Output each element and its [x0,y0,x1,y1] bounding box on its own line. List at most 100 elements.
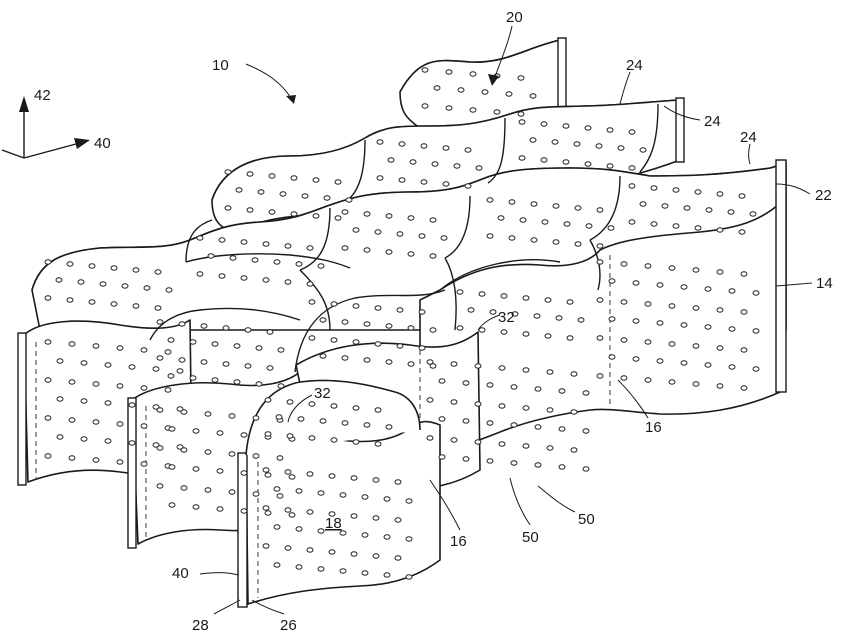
perforation-hole [104,438,112,444]
perforation-hole [420,143,428,149]
perforation-hole [541,219,549,225]
perforation-hole [405,536,413,542]
perforation-hole [692,343,700,349]
perforation-hole [574,205,582,211]
perforation-hole [497,215,505,221]
label-14: 14 [816,275,833,292]
perforation-hole [228,413,236,419]
perforation-hole [341,245,349,251]
perforation-hole [290,175,298,181]
perforation-hole [189,375,197,381]
perforation-hole [224,205,232,211]
perforation-hole [277,347,285,353]
perforation-hole [464,183,472,189]
perforation-hole [262,543,270,549]
perforation-hole [522,443,530,449]
perforation-hole [656,282,664,288]
perforation-hole [284,545,292,551]
perforation-hole [407,215,415,221]
perforation-hole [570,409,578,415]
label-32-front: 32 [314,385,331,402]
leader-lines [199,25,813,615]
perforation-hole [445,105,453,111]
perforation-hole [374,341,382,347]
leader-16b [429,479,461,531]
perforation-hole [222,325,230,331]
perforation-hole [522,405,530,411]
perforation-hole [398,177,406,183]
perforation-hole [211,377,219,383]
label-10: 10 [212,57,229,74]
perforation-hole [620,261,628,267]
perforation-hole [628,165,636,171]
perforation-hole [164,349,172,355]
perforation-hole [44,339,52,345]
perforation-hole [522,331,530,337]
perforation-hole [486,382,494,388]
perforation-hole [262,241,270,247]
perforation-hole [620,375,628,381]
perforation-hole [66,261,74,267]
perforation-hole [529,137,537,143]
perforation-hole [656,320,664,326]
perforation-hole [442,181,450,187]
perforation-hole [608,354,616,360]
leader-10 [245,63,293,101]
perforation-hole [692,381,700,387]
perforation-hole [80,436,88,442]
leader-16a [617,379,649,419]
perforation-hole [276,455,284,461]
perforation-hole [156,483,164,489]
perforation-hole [374,407,382,413]
perforation-hole [363,357,371,363]
perforation-hole [363,422,371,428]
perforation-hole [407,325,415,331]
perforation-hole [275,414,283,420]
perforation-hole [608,316,616,322]
perforation-hole [405,574,413,580]
perforation-hole [154,305,162,311]
perforation-holes [44,67,760,580]
perforation-hole [519,217,527,223]
perforation-hole [196,235,204,241]
middle-front-end-edge [127,397,137,549]
perforation-hole [284,279,292,285]
perforation-hole [462,380,470,386]
perforation-hole [88,263,96,269]
perforation-hole [352,439,360,445]
perforation-hole [584,161,592,167]
perforation-hole [668,265,676,271]
perforation-hole [533,313,541,319]
perforation-hole [396,307,404,313]
perforation-hole [273,524,281,530]
perforation-hole [363,321,371,327]
perforation-hole [716,191,724,197]
perforation-hole [352,303,360,309]
perforation-hole [44,415,52,421]
perforation-hole [396,231,404,237]
perforation-hole [705,207,713,213]
perforation-hole [704,286,712,292]
perforation-hole [374,305,382,311]
perforation-hole [546,445,554,451]
perforation-hole [376,175,384,181]
perforation-hole [740,271,748,277]
perforation-hole [704,324,712,330]
perforation-hole [668,379,676,385]
perforation-hole [264,510,272,516]
perforation-hole [420,179,428,185]
perforation-hole [426,435,434,441]
perforation-hole [418,345,426,351]
perforation-hole [55,277,63,283]
perforation-hole [668,303,676,309]
perforation-hole [596,297,604,303]
label-40-axis: 40 [94,135,111,152]
perforation-hole [469,71,477,77]
perforation-hole [752,290,760,296]
perforation-hole [566,299,574,305]
perforation-hole [264,472,272,478]
perforation-hole [218,237,226,243]
perforation-hole [608,278,616,284]
label-26: 26 [280,617,297,634]
perforation-hole [345,197,353,203]
